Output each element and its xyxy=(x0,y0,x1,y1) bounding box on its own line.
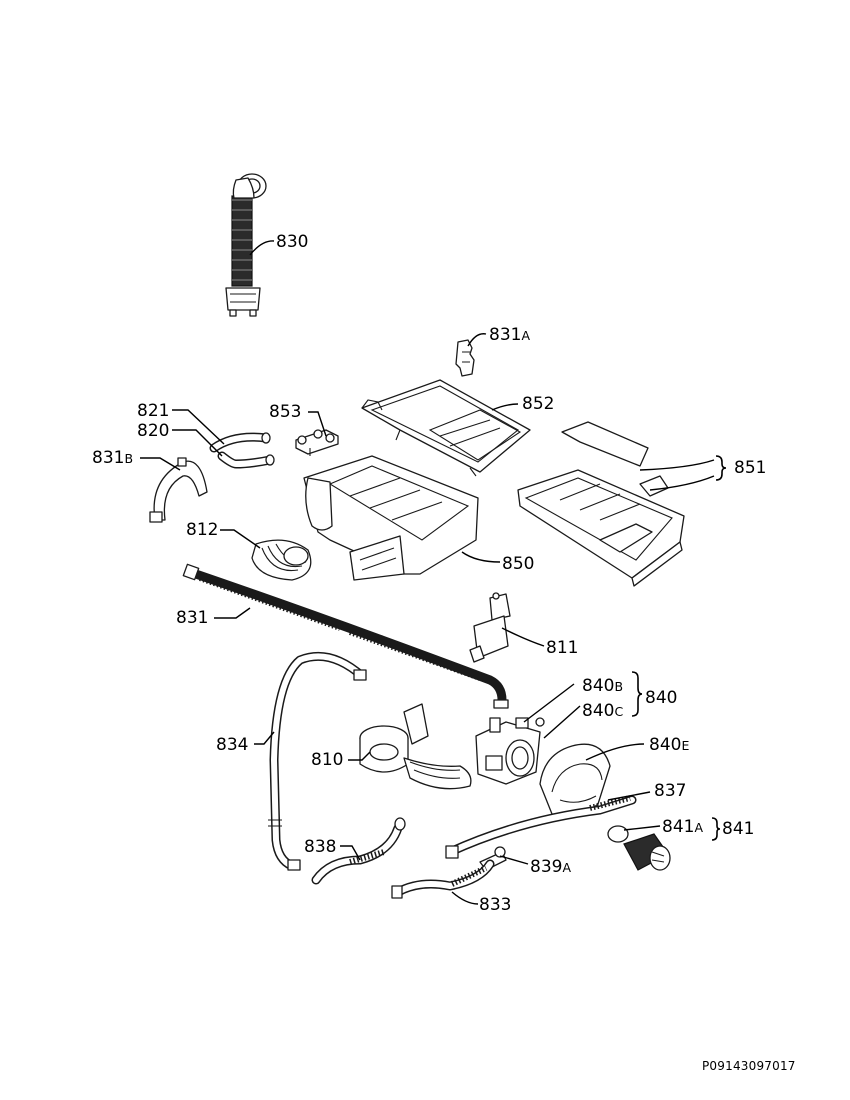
callout-840: 840 xyxy=(645,688,677,708)
part-833-hose xyxy=(391,859,495,899)
part-850-dispenser-housing xyxy=(303,455,479,581)
callout-850: 850 xyxy=(502,554,534,574)
callout-831: 831 xyxy=(176,608,208,628)
part-830-hose-elbow xyxy=(225,173,267,317)
callout-811: 811 xyxy=(546,638,578,658)
callout-840B: 840B xyxy=(582,676,623,696)
part-837-hose xyxy=(445,795,637,859)
callout-839A: 839A xyxy=(530,857,571,877)
callout-837: 837 xyxy=(654,781,686,801)
part-810-sump xyxy=(359,703,472,790)
part-831A-clip xyxy=(455,339,475,377)
part-811-pressure-chamber xyxy=(469,592,511,663)
callout-820: 820 xyxy=(137,421,169,441)
callout-841A: 841A xyxy=(662,817,703,837)
part-852-cover-plate xyxy=(361,379,531,477)
part-812-bellows xyxy=(251,539,312,581)
part-831-drain-hose xyxy=(182,563,509,709)
callout-830: 830 xyxy=(276,232,308,252)
part-840-pump xyxy=(475,717,545,785)
part-831B-hose-guide xyxy=(149,457,208,523)
part-841-filter xyxy=(607,825,671,871)
brace-841 xyxy=(711,817,721,841)
callout-810: 810 xyxy=(311,750,343,770)
part-851-detergent-drawer xyxy=(517,421,685,587)
callout-852: 852 xyxy=(522,394,554,414)
callout-851: 851 xyxy=(734,458,766,478)
part-834-u-hose xyxy=(268,651,367,871)
callout-838: 838 xyxy=(304,837,336,857)
leader-lines xyxy=(140,240,715,905)
brace-851 xyxy=(715,455,727,481)
callout-812: 812 xyxy=(186,520,218,540)
callout-853: 853 xyxy=(269,402,301,422)
document-code: P09143097017 xyxy=(702,1059,796,1073)
callout-831A: 831A xyxy=(489,325,530,345)
callout-833: 833 xyxy=(479,895,511,915)
part-853-valve xyxy=(295,429,339,456)
callout-840C: 840C xyxy=(582,701,623,721)
callout-831B: 831B xyxy=(92,448,133,468)
callout-821: 821 xyxy=(137,401,169,421)
part-821-820-hoses xyxy=(209,432,275,469)
callout-841: 841 xyxy=(722,819,754,839)
brace-840 xyxy=(631,671,643,717)
callout-834: 834 xyxy=(216,735,248,755)
callout-840E: 840E xyxy=(649,735,689,755)
